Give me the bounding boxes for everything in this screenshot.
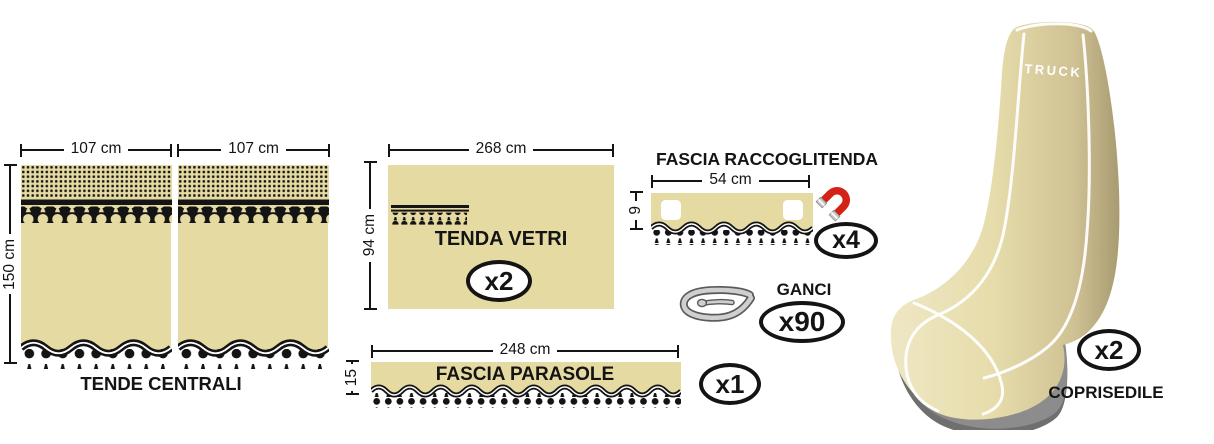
curtain-hook-icon: [679, 286, 755, 322]
dimension-label: 248 cm: [499, 341, 551, 358]
quantity-badge-parasole: x1: [699, 363, 761, 405]
dimension-height-parasole: 15: [343, 360, 360, 395]
label-tende-centrali: TENDE CENTRALI: [80, 373, 242, 394]
dimension-label: 94 cm: [361, 214, 378, 257]
seat-cover-illustration: TRUCK: [890, 21, 1120, 430]
curtain-panel-2: [178, 165, 329, 369]
dimension-height-tenda-vetri: 94 cm: [361, 161, 378, 310]
quantity-badge-tenda-vetri: x2: [466, 260, 532, 302]
dimension-label: 150 cm: [1, 238, 18, 290]
dimension-label: 107 cm: [228, 140, 279, 157]
dimension-width-parasole: 248 cm: [371, 341, 679, 359]
fascia-parasole-strip: [371, 362, 681, 408]
curtain-panel-1: [21, 165, 172, 369]
dimension-width-raccoglitenda: 54 cm: [651, 171, 810, 189]
mini-fringe-icon: [391, 205, 469, 225]
dimension-width-tenda-vetri: 268 cm: [388, 140, 614, 158]
label-fascia-raccoglitenda: FASCIA RACCOGLITENDA: [656, 149, 878, 169]
dimension-height-curtains: 150 cm: [1, 164, 18, 364]
label-ganci: GANCI: [776, 280, 832, 299]
quantity-badge-coprisedile: x2: [1077, 329, 1141, 371]
quantity-badge-raccoglitenda: x4: [814, 222, 878, 259]
label-coprisedile: COPRISEDILE: [1048, 383, 1164, 402]
quantity-badge-ganci: x90: [759, 301, 845, 343]
fascia-raccoglitenda-strip: [651, 193, 813, 245]
label-fascia-parasole: FASCIA PARASOLE: [435, 364, 615, 385]
dimension-label: 107 cm: [70, 140, 122, 157]
dimension-label: 268 cm: [475, 140, 527, 157]
dimension-label: 54 cm: [709, 171, 752, 188]
truck-logo-text: TRUCK: [1024, 61, 1083, 80]
dimension-label: 9: [627, 206, 644, 215]
label-tenda-vetri: TENDA VETRI: [434, 228, 568, 250]
dimension-height-raccoglitenda: 9: [627, 191, 644, 230]
magnet-icon: [815, 187, 850, 222]
dimension-width-curtain-2: 107 cm: [177, 140, 330, 158]
dimension-label: 15: [343, 368, 360, 387]
dimension-width-curtain-1: 107 cm: [20, 140, 172, 158]
